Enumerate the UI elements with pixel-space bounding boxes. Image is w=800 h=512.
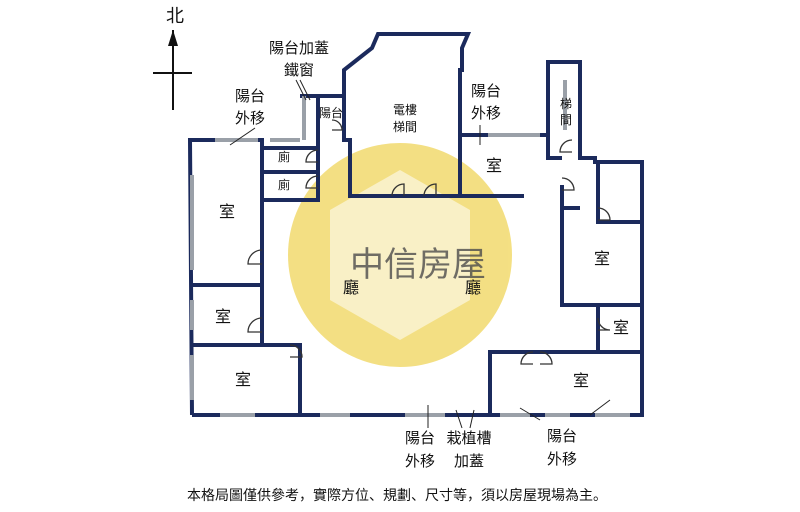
annot-iron-window-1: 陽台加蓋 [269,39,329,57]
label-balcony-small: 陽台 [319,105,343,120]
compass-label: 北 [166,6,184,27]
label-room-e: 室 [594,249,610,268]
label-hall-left: 廳 [343,278,359,297]
north-arrow: 北 [153,6,192,110]
annot-planter-1: 栽植槽 [446,429,491,447]
annot-balcony-nw-2: 外移 [235,109,265,127]
annotation-pointers [229,79,611,429]
label-room-se: 室 [573,371,589,390]
label-elevator-line1: 電樓 [393,102,417,117]
walls [187,32,644,417]
annot-balcony-ne-2: 外移 [471,104,501,122]
label-toilet-1: 廁 [278,149,290,164]
label-room-e-small: 室 [613,318,629,337]
annot-planter-2: 加蓋 [454,452,484,470]
label-hall-right: 廳 [465,278,481,297]
watermark-circle [288,143,512,367]
watermark-text: 中信房屋 [350,245,486,285]
label-stair-line1: 梯 [560,97,572,111]
label-room-nw: 室 [219,202,235,221]
annot-balcony-se-1: 陽台 [547,427,577,445]
watermark-logo: 中信房屋 [288,143,512,367]
watermark-hexagon [330,170,470,340]
annot-balcony-s-2: 外移 [405,452,435,470]
label-room-w: 室 [215,307,231,326]
label-toilet-2: 廁 [278,177,290,192]
label-stair-line2: 間 [560,113,572,127]
annot-balcony-s-1: 陽台 [405,429,435,447]
annot-balcony-nw-1: 陽台 [235,87,265,105]
annot-iron-window-2: 鐵窗 [284,61,314,79]
footer-disclaimer: 本格局圖僅供參考，實際方位、規劃、尺寸等，須以房屋現場為主。 [187,487,607,504]
doors [247,119,611,365]
annot-balcony-ne-1: 陽台 [471,82,501,100]
label-room-ne-top: 室 [486,156,502,175]
annot-balcony-se-2: 外移 [547,450,577,468]
label-room-sw: 室 [235,370,251,389]
label-elevator-line2: 梯間 [393,120,417,134]
